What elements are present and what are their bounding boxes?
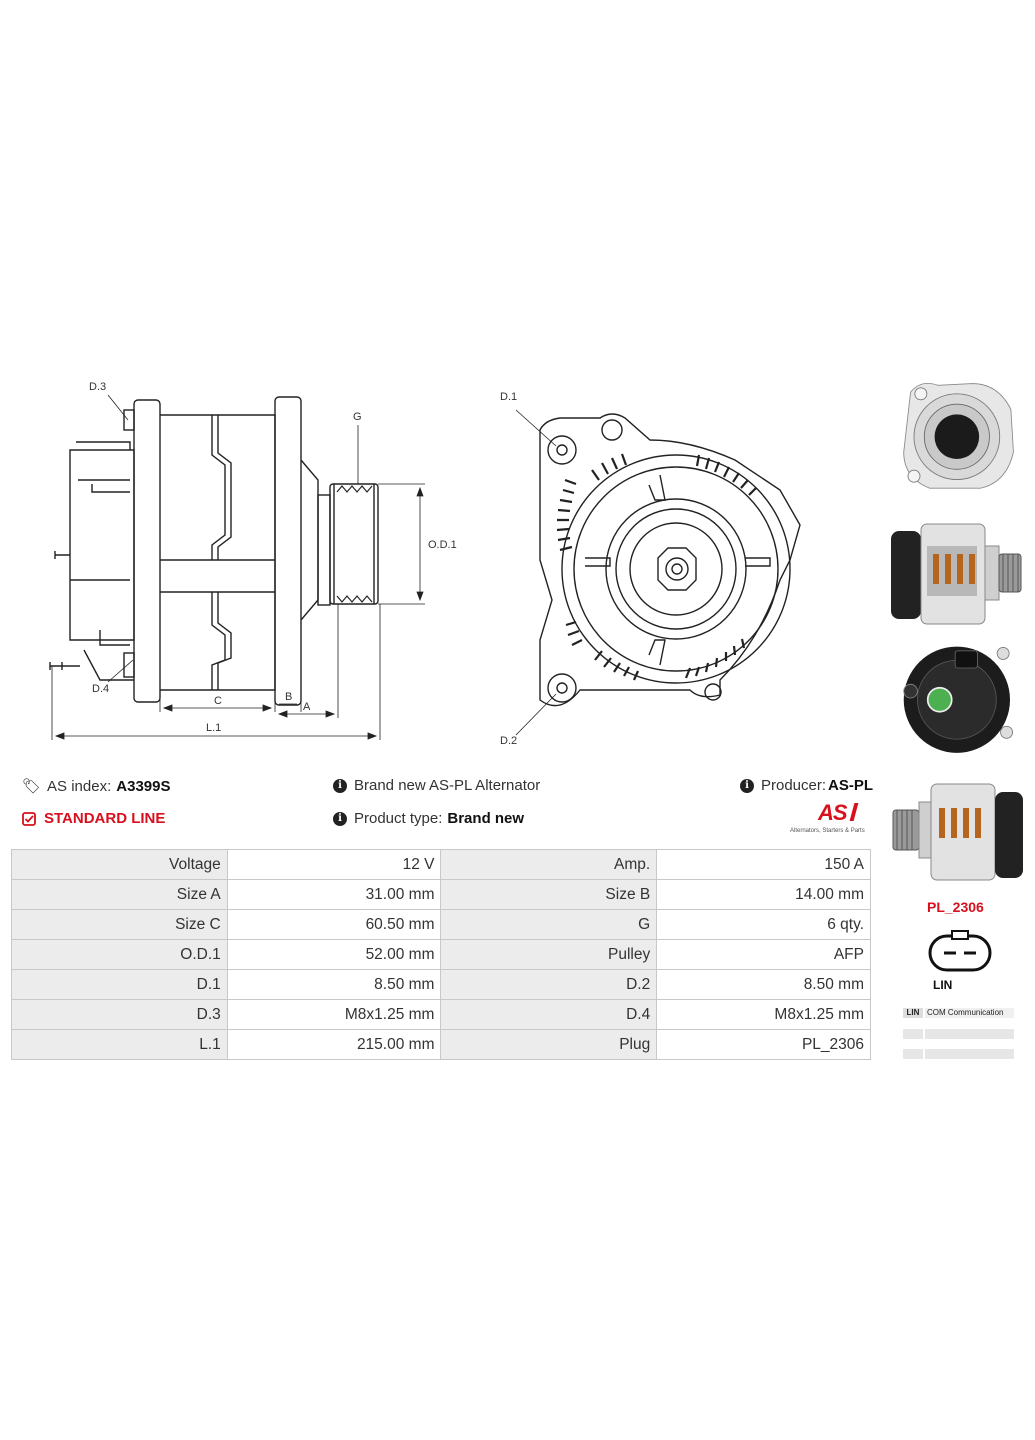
table-row: Size A 31.00 mm Size B 14.00 mm bbox=[11, 879, 871, 910]
spec-value: 31.00 mm bbox=[226, 879, 442, 910]
check-square-icon bbox=[22, 811, 36, 826]
spec-value: 60.50 mm bbox=[226, 909, 442, 940]
label-od1: O.D.1 bbox=[428, 539, 457, 551]
logo-mark: AS bbox=[818, 800, 848, 825]
product-photo-rear bbox=[903, 646, 1013, 753]
product-type-value: Brand new bbox=[447, 810, 525, 827]
description-row: i Brand new AS-PL Alternator bbox=[333, 777, 540, 794]
spec-value: 12 V bbox=[226, 849, 442, 880]
label-g: G bbox=[353, 411, 362, 423]
spec-value: 14.00 mm bbox=[656, 879, 871, 910]
spec-label: Size B bbox=[440, 879, 658, 910]
spec-value: 150 A bbox=[656, 849, 871, 880]
label-a: A bbox=[303, 701, 311, 713]
spec-label: Size A bbox=[11, 879, 228, 910]
spec-value: PL_2306 bbox=[656, 1029, 871, 1060]
spec-label: D.1 bbox=[11, 969, 228, 1000]
producer-label: Producer: bbox=[761, 777, 827, 794]
pin-table-row-empty bbox=[903, 1029, 1014, 1039]
product-type-label: Product type: bbox=[354, 810, 443, 827]
plug-pin-label: LIN bbox=[933, 978, 953, 992]
spec-label: Size C bbox=[11, 909, 228, 940]
spec-label: Pulley bbox=[440, 939, 658, 970]
spec-value: 8.50 mm bbox=[656, 969, 871, 1000]
as-index-value: A3399S bbox=[116, 777, 171, 795]
table-row: Voltage 12 V Amp. 150 A bbox=[11, 849, 871, 880]
as-pl-logo: AS Alternators, Starters & Parts bbox=[790, 800, 874, 840]
as-index-row: 🏷 AS index: A3399S bbox=[22, 777, 171, 796]
table-row: L.1 215.00 mm Plug PL_2306 bbox=[11, 1029, 871, 1060]
logo-tagline: Alternators, Starters & Parts bbox=[790, 828, 865, 834]
table-row: O.D.1 52.00 mm Pulley AFP bbox=[11, 939, 871, 970]
as-index-label: AS index: bbox=[47, 777, 112, 795]
standard-line-row: STANDARD LINE bbox=[22, 810, 165, 827]
label-b: B bbox=[285, 691, 292, 703]
plug-connector-icon bbox=[928, 930, 992, 972]
spec-label: L.1 bbox=[11, 1029, 228, 1060]
label-d3: D.3 bbox=[89, 381, 106, 393]
description-text: Brand new AS-PL Alternator bbox=[354, 777, 541, 794]
spec-value: M8x1.25 mm bbox=[226, 999, 442, 1030]
spec-label: Voltage bbox=[11, 849, 228, 880]
product-photo-side bbox=[891, 523, 1022, 625]
label-d4: D.4 bbox=[92, 683, 109, 695]
spec-label: D.2 bbox=[440, 969, 658, 1000]
spec-label: D.4 bbox=[440, 999, 658, 1030]
pin-name: LIN bbox=[903, 1008, 923, 1018]
spec-value: 215.00 mm bbox=[226, 1029, 442, 1060]
spec-value: AFP bbox=[656, 939, 871, 970]
producer-row: i Producer: AS-PL bbox=[740, 777, 873, 794]
info-icon: i bbox=[740, 778, 754, 793]
table-row: D.1 8.50 mm D.2 8.50 mm bbox=[11, 969, 871, 1000]
spec-label: O.D.1 bbox=[11, 939, 228, 970]
label-d1: D.1 bbox=[500, 391, 517, 403]
spec-table: Voltage 12 V Amp. 150 A Size A 31.00 mm … bbox=[11, 849, 871, 1060]
spec-value: 8.50 mm bbox=[226, 969, 442, 1000]
label-c: C bbox=[214, 695, 222, 707]
product-photo-front bbox=[903, 383, 1014, 489]
tags-icon: 🏷 bbox=[22, 778, 42, 795]
spec-value: 6 qty. bbox=[656, 909, 871, 940]
info-icon: i bbox=[333, 778, 347, 793]
label-l1: L.1 bbox=[206, 722, 221, 734]
label-d2: D.2 bbox=[500, 735, 517, 747]
pin-table-row-empty bbox=[903, 1049, 1014, 1059]
spec-label: G bbox=[440, 909, 658, 940]
product-photo-pulley-side bbox=[892, 783, 1023, 881]
producer-value: AS-PL bbox=[828, 777, 874, 794]
table-row: D.3 M8x1.25 mm D.4 M8x1.25 mm bbox=[11, 999, 871, 1030]
product-type-row: i Product type: Brand new bbox=[333, 810, 524, 827]
spec-value: 52.00 mm bbox=[226, 939, 442, 970]
standard-line-label: STANDARD LINE bbox=[44, 810, 166, 827]
spec-label: Amp. bbox=[440, 849, 658, 880]
spec-label: D.3 bbox=[11, 999, 228, 1030]
info-icon: i bbox=[333, 811, 347, 826]
plug-code: PL_2306 bbox=[927, 899, 984, 915]
spec-label: Plug bbox=[440, 1029, 658, 1060]
table-row: Size C 60.50 mm G 6 qty. bbox=[11, 909, 871, 940]
pin-description: COM Communication bbox=[925, 1008, 1014, 1018]
pin-table-row: LIN COM Communication bbox=[903, 1008, 1014, 1018]
spec-value: M8x1.25 mm bbox=[656, 999, 871, 1030]
